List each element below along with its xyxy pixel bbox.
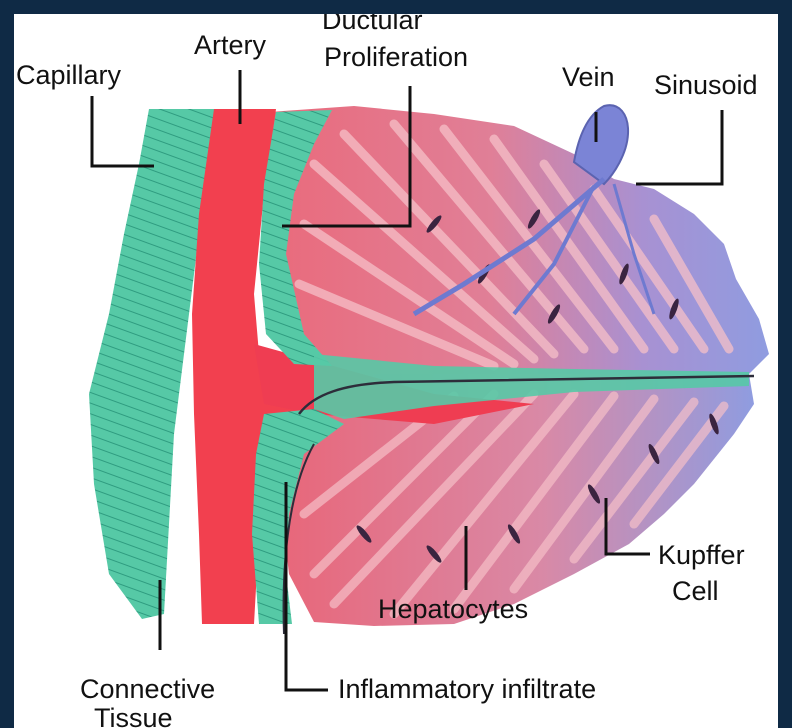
label-inflammatory-infiltrate: Inflammatory infiltrate xyxy=(338,674,596,704)
diagram-panel: Capillary Artery Ductular Proliferation … xyxy=(14,14,778,728)
label-kupffer-line1: Kupffer xyxy=(658,540,745,570)
label-connective-line1: Connective xyxy=(80,674,215,704)
label-hepatocytes: Hepatocytes xyxy=(378,594,528,624)
label-connective-line2: Tissue xyxy=(94,703,173,728)
liver-lobule-diagram: Capillary Artery Ductular Proliferation … xyxy=(14,14,778,728)
label-capillary: Capillary xyxy=(16,60,122,90)
label-kupffer-line2: Cell xyxy=(672,576,719,606)
label-ductular-line1: Ductular xyxy=(322,14,423,35)
label-artery: Artery xyxy=(194,30,267,60)
label-sinusoid: Sinusoid xyxy=(654,70,758,100)
label-ductular-line2: Proliferation xyxy=(324,42,468,72)
sinusoid-leader xyxy=(636,110,722,184)
label-vein: Vein xyxy=(562,62,615,92)
